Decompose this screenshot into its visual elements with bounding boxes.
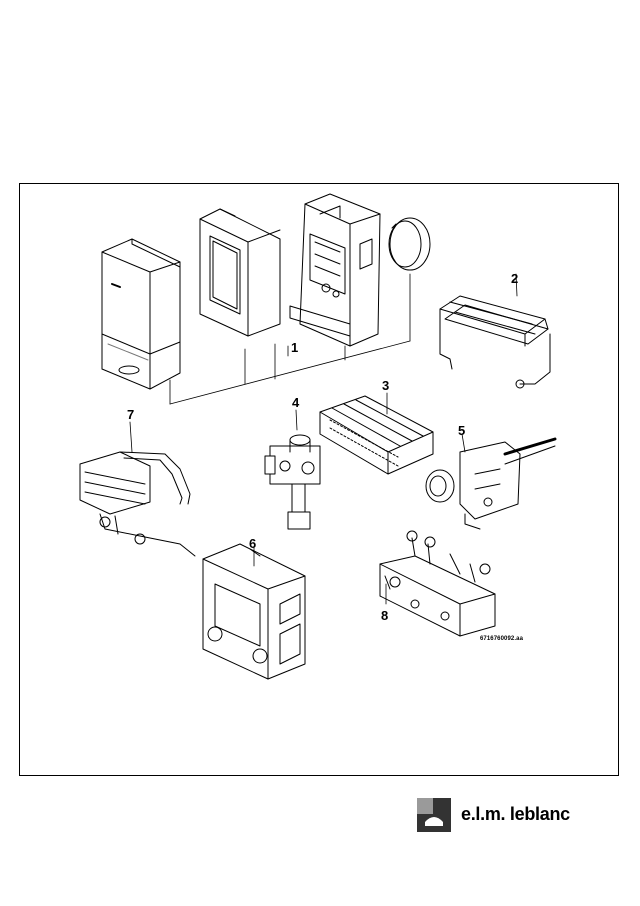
exploded-view-frame: 1 2 3 4 5 6 7 8 6716760092.aa <box>19 183 619 776</box>
drawing-reference-code: 6716760092.aa <box>480 636 524 642</box>
pump-part <box>425 433 557 530</box>
secondary-exchanger-part <box>79 421 196 557</box>
inner-cover-part <box>199 208 281 337</box>
callout-2: 2 <box>511 271 519 286</box>
control-board-part <box>202 543 306 680</box>
burner-part <box>439 273 551 389</box>
heat-exchanger-part <box>319 392 434 475</box>
front-casing-part <box>101 238 181 390</box>
callout-6: 6 <box>249 536 257 551</box>
callout-1: 1 <box>291 340 299 355</box>
callout-4: 4 <box>292 395 300 410</box>
brand-logo: e.l.m. leblanc <box>417 798 607 832</box>
hydraulic-block-part <box>379 530 496 637</box>
callout-8: 8 <box>381 608 389 623</box>
callout-7: 7 <box>127 407 135 422</box>
expansion-vessel-part <box>388 217 431 271</box>
brand-mark-icon <box>417 798 451 832</box>
gas-valve-part <box>264 409 321 530</box>
chassis-frame-part <box>289 193 381 347</box>
exploded-parts-diagram <box>79 193 557 680</box>
leader-lines-part-1 <box>169 273 411 405</box>
callout-5: 5 <box>458 423 466 438</box>
callout-3: 3 <box>382 378 390 393</box>
brand-name: e.l.m. leblanc <box>461 804 570 824</box>
